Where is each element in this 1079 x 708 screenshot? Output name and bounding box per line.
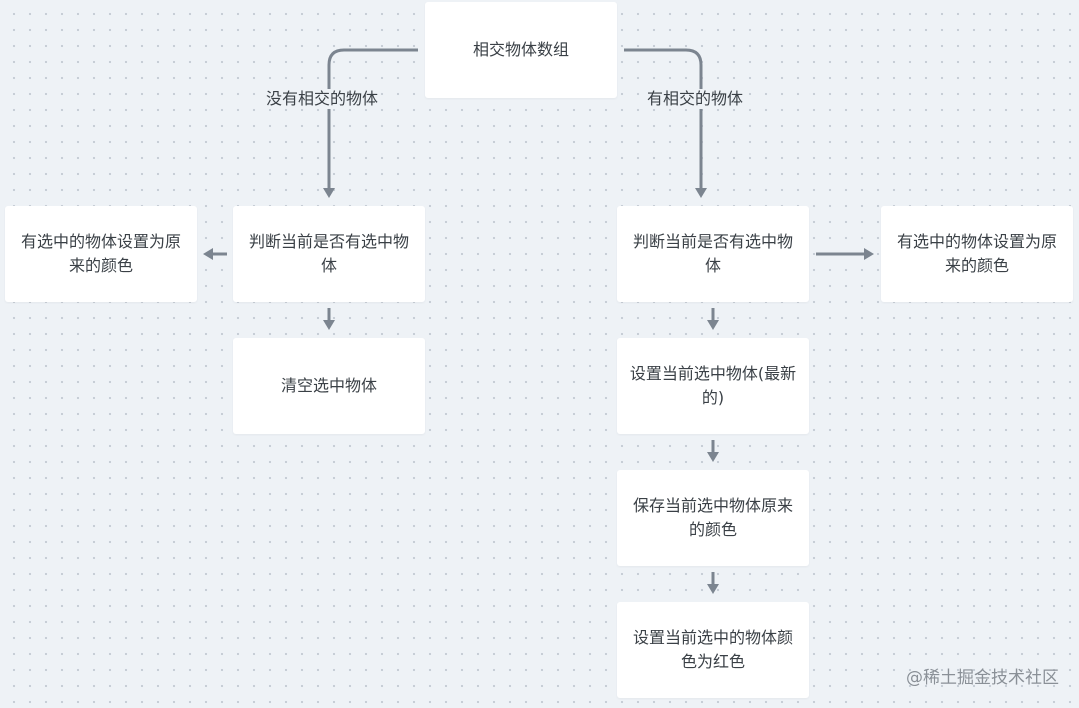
node-right-restore[interactable]: 有选中的物体设置为原来的颜色 (881, 206, 1073, 302)
arrowhead-save-color (707, 452, 719, 462)
node-left-clear-label: 清空选中物体 (280, 376, 377, 395)
node-right-restore-label: 有选中的物体设置为原来的颜色 (896, 232, 1057, 275)
node-right-set-red-label: 设置当前选中的物体颜色为红色 (632, 628, 793, 671)
node-left-clear[interactable]: 清空选中物体 (233, 338, 425, 434)
node-right-save-color-label: 保存当前选中物体原来的颜色 (632, 496, 793, 539)
node-left-check[interactable]: 判断当前是否有选中物体 (233, 206, 425, 302)
arrowhead-set-current (707, 320, 719, 330)
edge-root-to-right-check (624, 48, 703, 188)
node-left-check-label: 判断当前是否有选中物体 (248, 232, 409, 275)
edge-label-has-intersection: 有相交的物体 (645, 89, 746, 109)
arrowhead-right-check (695, 188, 707, 198)
node-right-check-label: 判断当前是否有选中物体 (632, 232, 793, 275)
arrowhead-left-clear (323, 320, 335, 330)
node-right-set-current-label: 设置当前选中物体(最新的) (629, 364, 797, 407)
arrowhead-left-check (323, 188, 335, 198)
edge-label-no-intersection: 没有相交的物体 (264, 89, 381, 109)
node-right-set-red[interactable]: 设置当前选中的物体颜色为红色 (617, 602, 809, 698)
node-root[interactable]: 相交物体数组 (425, 2, 617, 98)
node-left-restore[interactable]: 有选中的物体设置为原来的颜色 (5, 206, 197, 302)
node-right-check[interactable]: 判断当前是否有选中物体 (617, 206, 809, 302)
edge-root-to-left-check (327, 48, 418, 188)
node-left-restore-label: 有选中的物体设置为原来的颜色 (20, 232, 181, 275)
arrowhead-right-restore (864, 248, 874, 260)
node-root-label: 相交物体数组 (472, 40, 569, 59)
arrowhead-left-restore (203, 248, 213, 260)
node-right-save-color[interactable]: 保存当前选中物体原来的颜色 (617, 470, 809, 566)
node-right-set-current[interactable]: 设置当前选中物体(最新的) (617, 338, 809, 434)
arrowhead-set-red (707, 584, 719, 594)
watermark: @稀土掘金技术社区 (906, 668, 1059, 688)
